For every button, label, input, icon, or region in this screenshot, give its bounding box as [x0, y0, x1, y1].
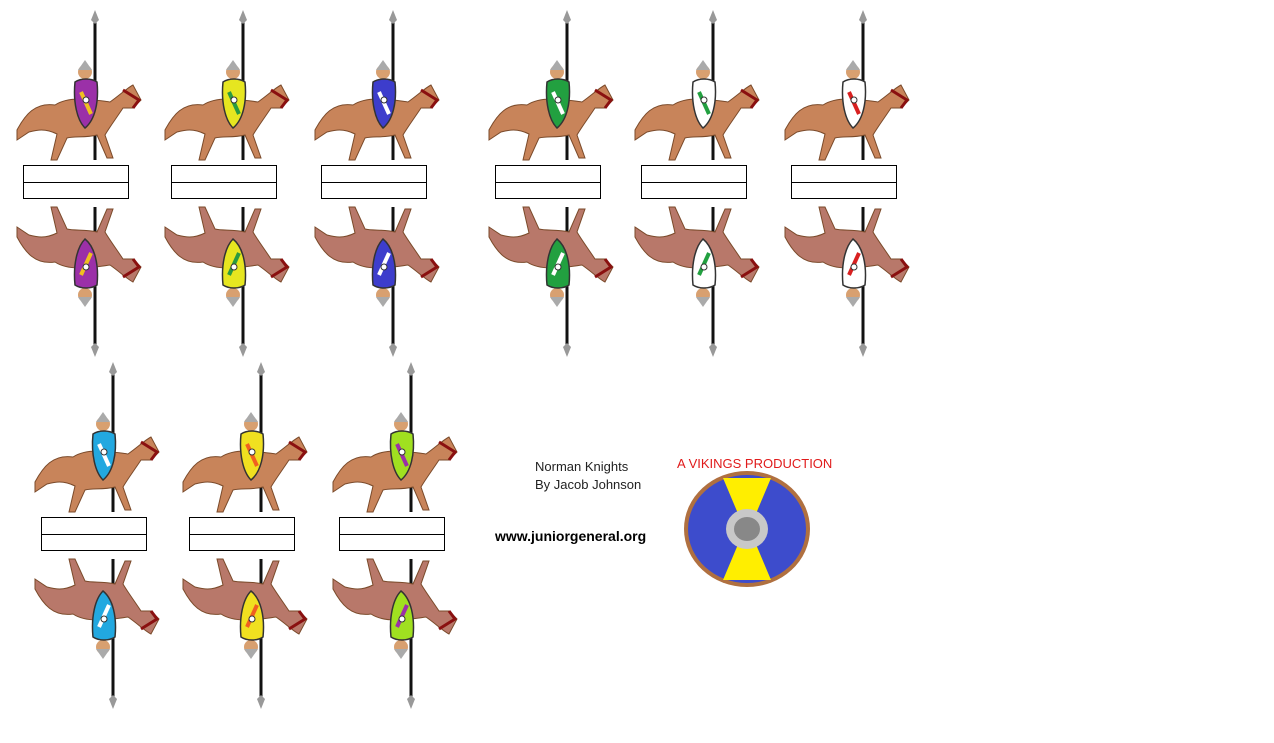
shield-red-white-stripes-rider-icon — [784, 10, 910, 161]
credit-block: Norman Knights By Jacob Johnson — [535, 458, 641, 494]
shield-green-rider-icon — [488, 10, 614, 161]
label-divider — [642, 182, 746, 183]
shield-blue-rider-mirrored-icon — [314, 206, 440, 357]
unit-label-box[interactable] — [23, 165, 129, 199]
credit-title: Norman Knights — [535, 459, 629, 474]
unit-label-box[interactable] — [189, 517, 295, 551]
knight-counter — [163, 10, 293, 357]
shield-green-white-stripes-rider-icon — [634, 10, 760, 161]
unit-label-box[interactable] — [41, 517, 147, 551]
credit-author: By Jacob Johnson — [535, 477, 642, 492]
shield-purple-cross-rider-mirrored-icon — [16, 206, 142, 357]
viking-shield-emblem-icon — [684, 471, 810, 587]
shield-red-white-stripes-rider-mirrored-icon — [784, 206, 910, 357]
shield-cyan-rider-mirrored-icon — [34, 558, 160, 709]
label-divider — [190, 534, 294, 535]
unit-label-box[interactable] — [339, 517, 445, 551]
label-divider — [340, 534, 444, 535]
label-divider — [792, 182, 896, 183]
knight-counter — [15, 10, 145, 357]
knight-counter — [487, 10, 617, 357]
shield-cyan-rider-icon — [34, 362, 160, 513]
label-divider — [24, 182, 128, 183]
label-divider — [322, 182, 426, 183]
knight-counter — [181, 362, 311, 709]
unit-label-box[interactable] — [171, 165, 277, 199]
shield-green-rider-mirrored-icon — [488, 206, 614, 357]
shield-blue-rider-icon — [314, 10, 440, 161]
knight-counter — [331, 362, 461, 709]
label-divider — [172, 182, 276, 183]
unit-label-box[interactable] — [495, 165, 601, 199]
shield-green-white-stripes-rider-mirrored-icon — [634, 206, 760, 357]
knight-counter — [33, 362, 163, 709]
shield-yellow-green-stripes-rider-icon — [164, 10, 290, 161]
shield-green-purple-rider-icon — [332, 362, 458, 513]
unit-label-box[interactable] — [641, 165, 747, 199]
shield-yellow-green-stripes-rider-mirrored-icon — [164, 206, 290, 357]
website-link[interactable]: www.juniorgeneral.org — [495, 528, 647, 544]
knight-counter — [313, 10, 443, 357]
shield-yellow-orange-rider-mirrored-icon — [182, 558, 308, 709]
shield-purple-cross-rider-icon — [16, 10, 142, 161]
label-divider — [42, 534, 146, 535]
unit-label-box[interactable] — [321, 165, 427, 199]
shield-green-purple-rider-mirrored-icon — [332, 558, 458, 709]
production-label: A VIKINGS PRODUCTION — [677, 456, 833, 471]
unit-label-box[interactable] — [791, 165, 897, 199]
shield-yellow-orange-rider-icon — [182, 362, 308, 513]
label-divider — [496, 182, 600, 183]
knight-counter — [633, 10, 763, 357]
knight-counter — [783, 10, 913, 357]
